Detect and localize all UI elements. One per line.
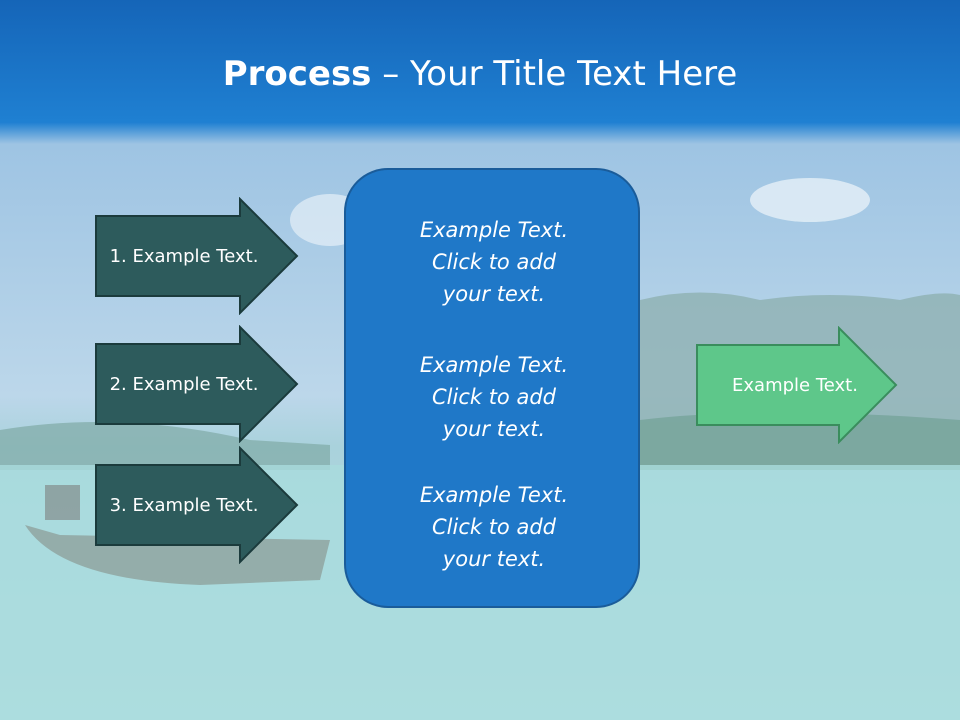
center-line: Example Text. (419, 353, 569, 377)
arrow-shape (696, 325, 898, 445)
center-line: Click to add (431, 385, 556, 409)
step-arrow-2: 2. Example Text. (94, 325, 300, 443)
arrow-shape (95, 446, 299, 564)
step-label: 1. Example Text. (109, 245, 259, 267)
slide-title: Process – Your Title Text Here (0, 52, 960, 96)
center-line: your text. (442, 282, 546, 306)
center-line: Click to add (431, 250, 556, 274)
center-text-block-2: Example Text. Click to add your text. (346, 349, 642, 445)
center-line: your text. (442, 547, 546, 571)
title-bold: Process (222, 54, 372, 94)
step-label: 3. Example Text. (109, 494, 259, 516)
step-arrow-3: 3. Example Text. (94, 446, 300, 564)
arrow-shape (95, 325, 299, 443)
center-process-box: Example Text. Click to add your text. Ex… (344, 168, 640, 608)
title-rest: – Your Title Text Here (371, 54, 738, 94)
center-text-block-3: Example Text. Click to add your text. (346, 479, 642, 575)
center-line: your text. (442, 417, 546, 441)
center-text-block-1: Example Text. Click to add your text. (346, 214, 642, 310)
arrow-shape (95, 197, 299, 315)
center-line: Example Text. (419, 483, 569, 507)
step-arrow-1: 1. Example Text. (94, 197, 300, 315)
step-label: 2. Example Text. (109, 373, 259, 395)
center-line: Click to add (431, 515, 556, 539)
output-label: Example Text. (732, 374, 858, 396)
output-arrow: Example Text. (695, 325, 899, 445)
center-line: Example Text. (419, 218, 569, 242)
